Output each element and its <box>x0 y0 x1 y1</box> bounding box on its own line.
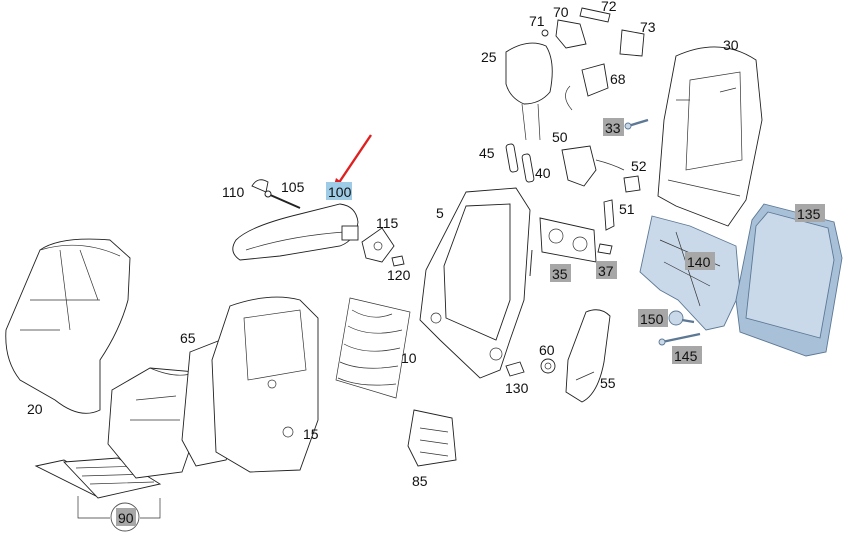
part-50-mechanism[interactable] <box>561 145 625 187</box>
label-140-box <box>685 252 715 270</box>
part-110-clip[interactable] <box>251 179 269 193</box>
part-55-side-panel[interactable] <box>565 309 611 403</box>
label-20[interactable]: 20 <box>27 401 43 417</box>
label-68[interactable]: 68 <box>610 71 626 87</box>
label-52[interactable]: 52 <box>631 158 647 174</box>
label-15[interactable]: 15 <box>303 426 319 442</box>
part-10-spring-mat[interactable] <box>335 297 411 399</box>
label-150[interactable]: 150 <box>640 311 664 327</box>
label-100[interactable]: 100 <box>328 184 352 200</box>
label-60[interactable]: 60 <box>539 342 555 358</box>
label-105[interactable]: 105 <box>281 179 305 195</box>
label-85[interactable]: 85 <box>412 473 428 489</box>
label-90-box <box>116 508 136 526</box>
label-135-box <box>795 204 825 222</box>
label-35[interactable]: 35 <box>552 266 568 282</box>
label-73[interactable]: 73 <box>640 19 656 35</box>
label-65[interactable]: 65 <box>180 330 196 346</box>
part-60-nut[interactable] <box>540 358 556 374</box>
label-145-box <box>672 346 702 364</box>
label-25[interactable]: 25 <box>481 49 497 65</box>
part-70-adjuster[interactable] <box>555 19 587 49</box>
part-68-motor[interactable] <box>565 63 609 111</box>
part-145-bolt[interactable] <box>658 332 701 346</box>
label-130[interactable]: 130 <box>505 380 529 396</box>
label-71[interactable]: 71 <box>529 13 545 29</box>
part-25-headrest[interactable] <box>505 42 553 141</box>
part-30-backrest-shell[interactable] <box>657 46 763 227</box>
part-150-bolt[interactable] <box>668 310 695 326</box>
part-85-control-unit[interactable] <box>407 409 457 467</box>
label-45[interactable]: 45 <box>479 145 495 161</box>
part-37-screw[interactable] <box>597 243 613 255</box>
label-150-box <box>638 309 668 327</box>
part-120-bolt[interactable] <box>391 255 405 267</box>
part-130-bolt[interactable] <box>505 361 525 377</box>
part-105-bolt[interactable] <box>264 190 301 209</box>
label-33-box <box>603 118 624 136</box>
part-labels: 20 65 90 15 110 105 100 115 120 10 5 25 … <box>27 0 825 526</box>
label-37[interactable]: 37 <box>598 263 614 279</box>
label-120[interactable]: 120 <box>387 267 411 283</box>
part-40-guide[interactable] <box>521 153 535 183</box>
label-110[interactable]: 110 <box>222 184 245 200</box>
label-90[interactable]: 90 <box>118 510 134 526</box>
part-71-screw[interactable] <box>541 29 549 37</box>
label-115[interactable]: 115 <box>376 215 399 231</box>
part-45-guide[interactable] <box>505 143 519 173</box>
label-50[interactable]: 50 <box>552 129 568 145</box>
label-100-box <box>326 182 352 200</box>
label-51[interactable]: 51 <box>619 201 635 217</box>
part-73-module[interactable] <box>619 29 645 57</box>
label-135[interactable]: 135 <box>797 206 821 222</box>
part-20-seat-cushion[interactable] <box>5 238 131 414</box>
label-30[interactable]: 30 <box>723 37 739 53</box>
label-33[interactable]: 33 <box>605 120 621 136</box>
label-70[interactable]: 70 <box>553 4 569 20</box>
label-5[interactable]: 5 <box>436 205 444 221</box>
label-40[interactable]: 40 <box>535 165 551 181</box>
label-72[interactable]: 72 <box>601 0 617 14</box>
part-115-bracket[interactable] <box>361 227 395 263</box>
part-15-seat-cover[interactable] <box>211 296 319 473</box>
label-55[interactable]: 55 <box>600 375 616 391</box>
part-5-backrest-frame[interactable] <box>419 187 531 379</box>
label-37-box <box>596 261 617 279</box>
part-51-clip[interactable] <box>603 199 615 231</box>
label-140[interactable]: 140 <box>687 254 711 270</box>
part-100-armrest[interactable] <box>232 203 359 261</box>
part-33-bolt[interactable] <box>624 118 649 130</box>
part-52-clip[interactable] <box>623 175 641 193</box>
label-35-box <box>550 264 571 282</box>
part-135-backrest-pad[interactable] <box>735 203 843 357</box>
label-145[interactable]: 145 <box>674 348 698 364</box>
label-10[interactable]: 10 <box>401 350 417 366</box>
part-72-cover[interactable] <box>579 7 611 23</box>
